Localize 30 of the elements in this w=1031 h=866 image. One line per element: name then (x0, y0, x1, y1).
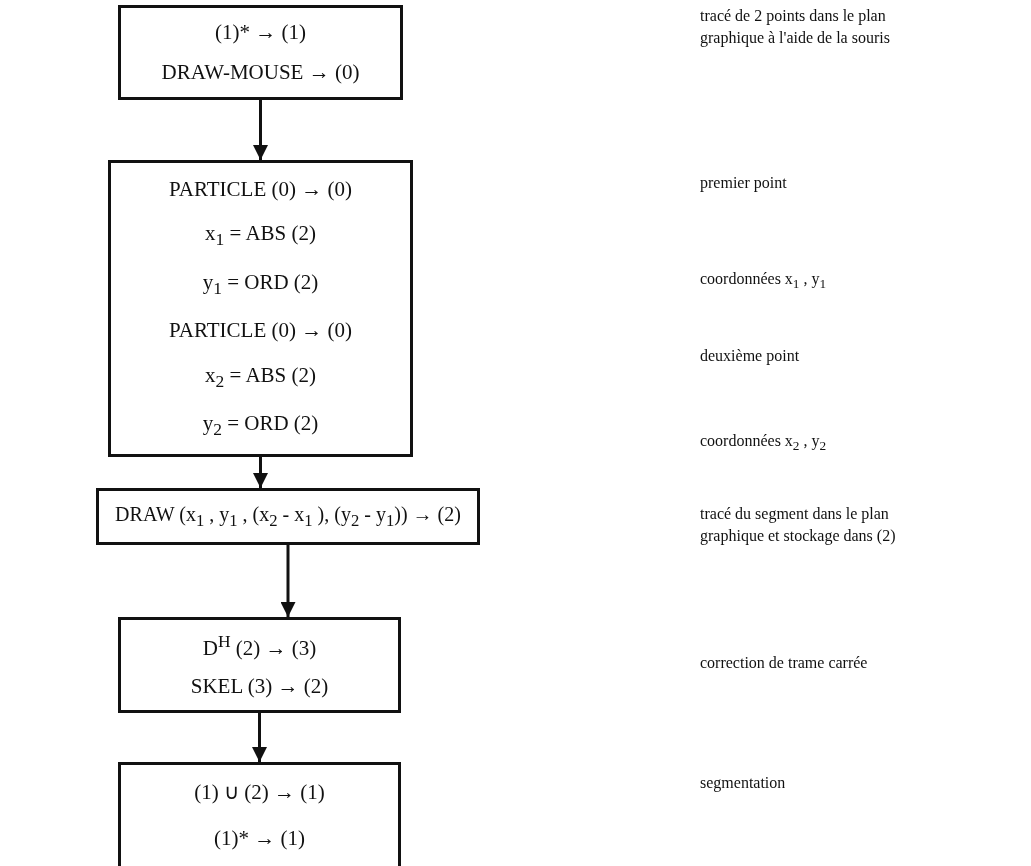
statement-text: x$_{1}$ = ABS (2) (205, 221, 316, 251)
statement-text: PARTICLE (0) → (0) (169, 318, 352, 344)
process-box (96, 488, 480, 545)
statement-text: SKEL (3) → (2) (190, 674, 329, 700)
annotation-text: deuxième point (700, 346, 801, 367)
statement-text: (1)* → (1) (214, 826, 305, 852)
statement-text: DRAW (x$_{1}$ , y$_{1}$ , (x$_{2}$ - x$_{1}$ ), (y$_{2}$ - y$_{1}$)) → (2) (115, 502, 461, 531)
annotation-text: segmentation (700, 773, 787, 794)
process-box (118, 617, 401, 713)
statement-text: DRAW-MOUSE → (0) (161, 60, 360, 86)
annotation-text: tracé du segment dans le plan graphique et stockage dans (2) (700, 504, 897, 547)
statement-text: y$_{2}$ = ORD (2) (202, 411, 319, 441)
process-box (108, 160, 413, 457)
arrow (253, 100, 268, 160)
annotation-text: coordonnées x$_{1}$ , y$_{1}$ (700, 269, 828, 294)
arrow (280, 545, 296, 617)
annotation-text: premier point (700, 173, 788, 194)
annotation-text: correction de trame carrée (700, 653, 869, 673)
process-box (118, 762, 401, 866)
annotation-text: tracé de 2 points dans le plan graphique à l'aide de la souris (700, 6, 891, 49)
statement-text: D$^{H}$ (2) → (3) (202, 630, 317, 661)
statement-text: (1) ∪ (2) → (1) (194, 779, 325, 805)
statement-text: x$_{2}$ = ABS (2) (205, 362, 316, 392)
process-box (118, 5, 403, 100)
arrow (252, 713, 267, 762)
statement-text: (1)* → (1) (215, 19, 306, 45)
arrow (253, 457, 268, 488)
statement-text: PARTICLE (0) → (0) (169, 176, 352, 202)
annotation-text: coordonnées x$_{2}$ , y$_{2}$ (700, 431, 828, 456)
statement-text: y$_{1}$ = ORD (2) (202, 269, 319, 299)
